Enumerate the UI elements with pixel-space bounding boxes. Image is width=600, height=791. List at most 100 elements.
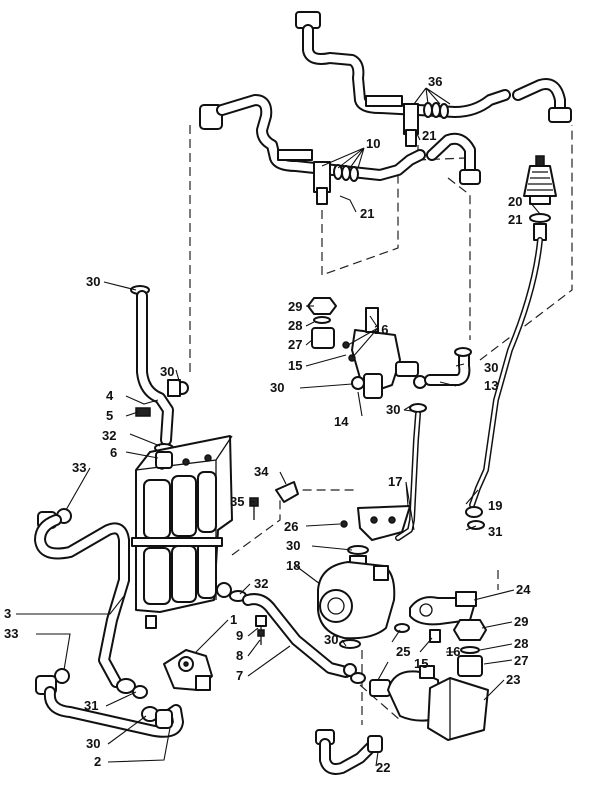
callout-9: 9 <box>236 628 243 643</box>
callout-32-top: 32 <box>102 428 116 443</box>
valve-bottom-port <box>363 373 383 399</box>
callout-1: 1 <box>230 612 237 627</box>
pipe-3 <box>34 508 148 699</box>
callout-28-right: 28 <box>514 636 528 651</box>
callout-27-top: 27 <box>288 337 302 352</box>
callout-30-elbow: 30 <box>484 360 498 375</box>
pump-top-nut <box>373 565 389 581</box>
tee-stub-mid <box>316 187 328 205</box>
pipe-7 <box>242 593 366 684</box>
callout-3: 3 <box>4 606 11 621</box>
housing-band <box>131 537 223 547</box>
clip-34 <box>275 481 299 503</box>
ring-28-right <box>460 646 480 654</box>
middle-pipe-assembly <box>199 94 481 205</box>
screw-9-bolt-8 <box>255 615 267 645</box>
washer-30-valve-right <box>413 375 427 389</box>
fitting-27-top <box>311 327 335 349</box>
callout-4: 4 <box>106 388 114 403</box>
callout-33-upper: 33 <box>72 460 86 475</box>
washer-30-valve <box>351 376 365 390</box>
washer-30-elbow <box>454 347 472 357</box>
callout-16-top: 16 <box>374 322 388 337</box>
regulator-port <box>195 675 211 691</box>
callout-21-right: 21 <box>508 212 522 227</box>
ring-25 <box>394 623 410 633</box>
callout-17: 17 <box>388 474 402 489</box>
callout-8: 8 <box>236 648 243 663</box>
callout-27-right: 27 <box>514 653 528 668</box>
callout-15-top: 15 <box>288 358 302 373</box>
bolt-26 <box>340 520 348 528</box>
pipe-2-end-nut <box>155 709 173 729</box>
filter-cap <box>535 155 545 167</box>
washer-30-pump-bottom <box>339 639 361 649</box>
screw-9-head <box>255 615 267 627</box>
callout-25: 25 <box>396 644 410 659</box>
pump-23 <box>369 665 489 741</box>
callout-19: 19 <box>488 498 502 513</box>
pump-23-top-port <box>419 665 435 679</box>
callout-labels: 36 21 10 21 20 21 30 29 28 27 15 16 30 3… <box>4 74 531 775</box>
regulator-1 <box>163 649 213 691</box>
callout-16-lower: 16 <box>446 644 460 659</box>
pump-23-inlet <box>369 679 391 697</box>
callout-26: 26 <box>284 519 298 534</box>
fitting-block-right <box>216 582 232 598</box>
callout-22: 22 <box>376 760 390 775</box>
clip-34-35 <box>249 481 299 520</box>
pipe-3-end-nut <box>116 678 136 694</box>
callout-28-top: 28 <box>288 318 302 333</box>
fuel-filter <box>523 155 557 241</box>
pipe-2 <box>35 668 184 738</box>
valve-24-group <box>394 591 487 677</box>
pump-23-motor <box>427 677 489 741</box>
callout-5: 5 <box>106 408 113 423</box>
feed-tube-19 <box>465 237 543 530</box>
callout-30-valve: 30 <box>270 380 284 395</box>
pipe-nut-mid <box>459 169 481 185</box>
washer-31-left <box>132 685 148 699</box>
callout-33-lower: 33 <box>4 626 18 641</box>
valve-24-flange <box>455 591 477 607</box>
fitting-6 <box>155 451 173 469</box>
callout-29-right: 29 <box>514 614 528 629</box>
bracket-plate <box>357 505 411 541</box>
callout-18: 18 <box>286 558 300 573</box>
block-bottom-stub <box>145 615 157 629</box>
fitting-27-right <box>457 655 483 677</box>
clip-5 <box>135 407 151 417</box>
tee-stub-upper <box>405 129 417 147</box>
callout-30-tube17: 30 <box>386 402 400 417</box>
washer-30-pipe7 <box>343 663 357 677</box>
tube-nut-19 <box>465 506 483 518</box>
housing-block <box>131 435 247 629</box>
valve-block <box>307 297 472 399</box>
washer-31-right <box>467 520 485 530</box>
callout-30-left-mid: 30 <box>160 364 174 379</box>
pipe-4-stub <box>167 379 181 397</box>
ring-28-top <box>313 316 331 324</box>
callout-29-top: 29 <box>288 299 302 314</box>
callout-13: 13 <box>484 378 498 393</box>
callout-21-upper: 21 <box>422 128 436 143</box>
pipe-nut-right <box>548 107 572 123</box>
valve-side-port <box>395 361 419 377</box>
callout-35: 35 <box>230 494 244 509</box>
callout-34: 34 <box>254 464 269 479</box>
olive-rings-10 <box>333 164 359 182</box>
callout-20: 20 <box>508 194 522 209</box>
callout-31-left: 31 <box>84 698 98 713</box>
callout-14: 14 <box>334 414 349 429</box>
callout-31-right: 31 <box>488 524 502 539</box>
callout-30-lower-left: 30 <box>86 736 100 751</box>
callout-10: 10 <box>366 136 380 151</box>
pump-flange <box>319 589 353 623</box>
nut-29-right <box>453 619 487 641</box>
pump-18 <box>317 545 396 649</box>
leader-lines <box>16 87 541 767</box>
callout-21-mid: 21 <box>360 206 374 221</box>
callout-30-pump-bottom: 30 <box>324 632 338 647</box>
